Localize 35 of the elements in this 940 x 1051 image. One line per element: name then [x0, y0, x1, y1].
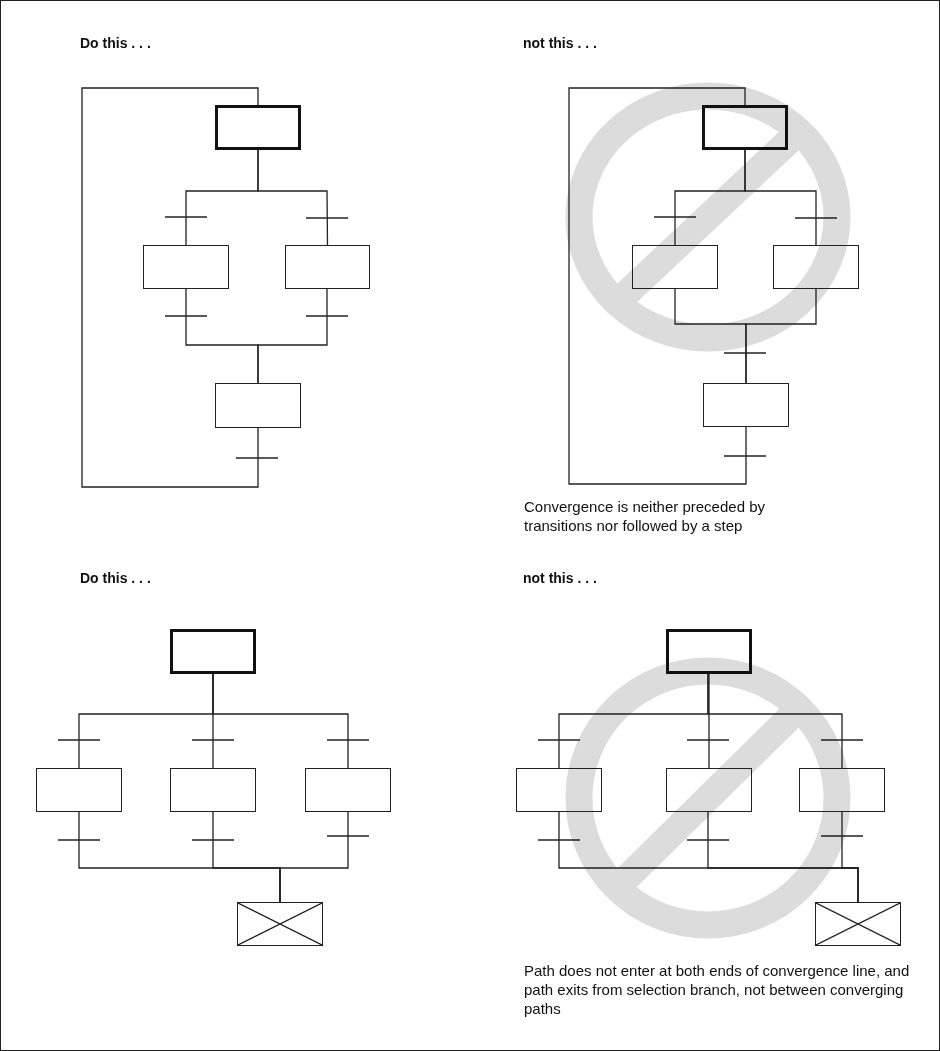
connector-line [708, 673, 710, 769]
step-box [666, 768, 752, 812]
connector-line [257, 288, 328, 384]
crossed-step-box [237, 902, 323, 946]
panel-heading: Do this . . . [80, 569, 152, 588]
panel-heading: Do this . . . [80, 34, 152, 53]
connector-line [744, 149, 817, 246]
step-box [170, 768, 256, 812]
connector-line [257, 149, 329, 246]
step-box [285, 245, 370, 289]
step-box [215, 383, 301, 428]
connector-line [707, 673, 843, 769]
step-box [305, 768, 391, 812]
step-box [703, 383, 789, 427]
note-text: Path does not enter at both ends of convergence line, and path exits from selection branch, not between converging paths [524, 961, 911, 1018]
step-box [799, 768, 885, 812]
note-text: Convergence is neither preceded by transitions nor followed by a step [524, 497, 766, 535]
connector-line [841, 811, 859, 903]
panel-heading: not this . . . [523, 569, 598, 588]
connector-line [279, 811, 349, 903]
connector-line [745, 288, 817, 384]
step-box [143, 245, 229, 289]
initial-step-box [666, 629, 752, 674]
step-box [632, 245, 718, 289]
step-box [773, 245, 859, 289]
initial-step-box [170, 629, 256, 674]
initial-step-box [702, 105, 788, 150]
initial-step-box [215, 105, 301, 150]
step-box [36, 768, 122, 812]
connector-line [212, 673, 349, 769]
connector-line [81, 87, 259, 488]
step-box [516, 768, 602, 812]
connector-line [568, 87, 747, 485]
crossed-step-box [815, 902, 901, 946]
panel-heading: not this . . . [523, 34, 598, 53]
